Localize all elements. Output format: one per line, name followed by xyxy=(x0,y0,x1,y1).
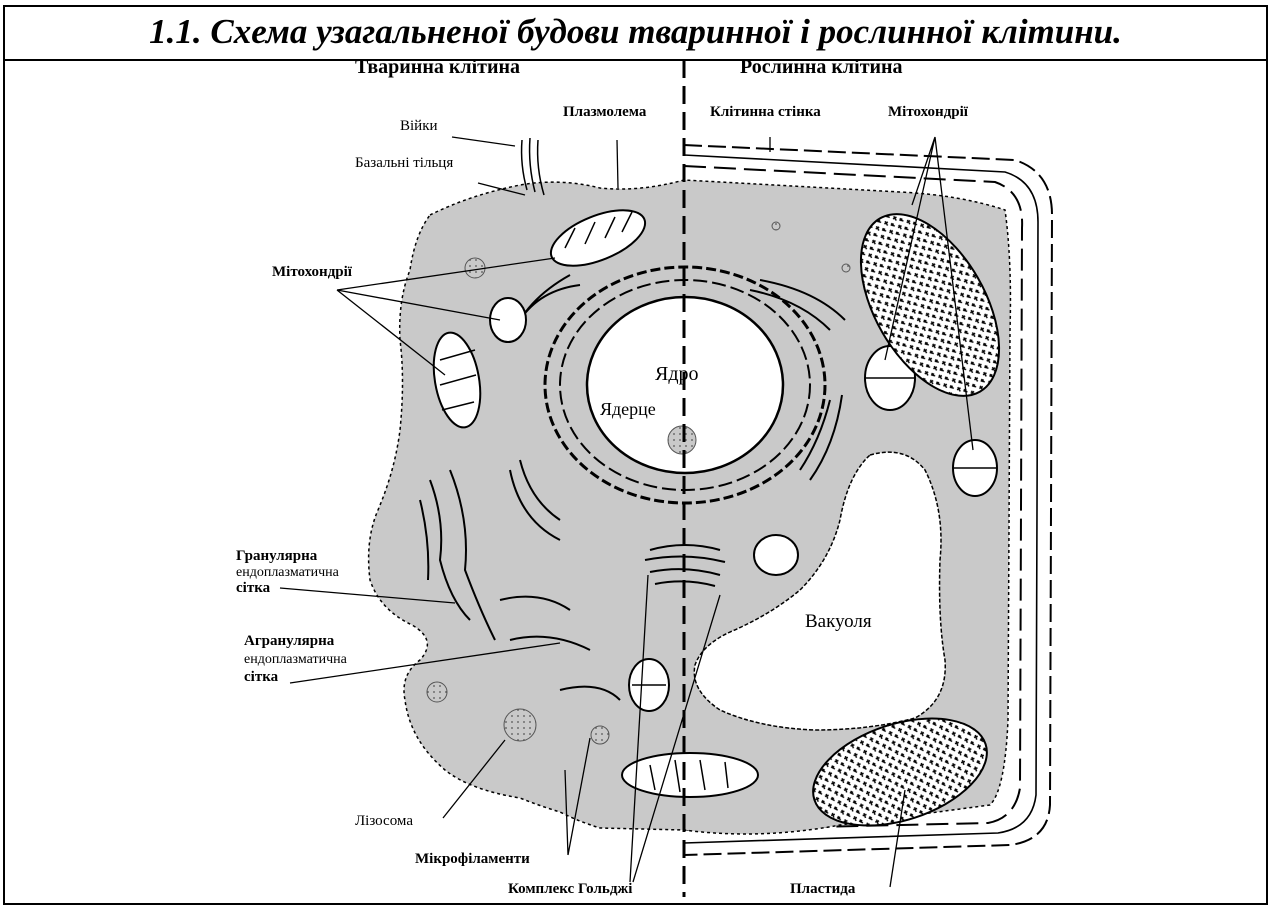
label-granular-er-3: сітка xyxy=(236,580,271,596)
label-nucleolus: Ядерце xyxy=(600,399,656,419)
label-agranular-er-1: Агранулярна xyxy=(244,633,335,649)
label-mito-plant: Мітохондрії xyxy=(888,104,969,120)
label-plasmalemma: Плазмолема xyxy=(563,104,647,120)
label-cell-wall: Клітинна стінка xyxy=(710,104,821,120)
label-basal-bodies: Базальні тільця xyxy=(355,155,453,171)
label-vacuole: Вакуоля xyxy=(805,611,872,632)
label-lysosome: Лізосома xyxy=(355,813,413,829)
label-plastid: Пластида xyxy=(790,881,856,897)
label-nucleus: Ядро xyxy=(655,363,699,385)
header-animal: Тваринна клітина xyxy=(355,56,520,78)
label-agranular-er-2: ендоплазматична xyxy=(244,652,348,667)
label-granular-er-2: ендоплазматична xyxy=(236,565,340,580)
label-mito-animal: Мітохондрії xyxy=(272,264,353,280)
header-plant: Рослинна клітина xyxy=(740,56,903,78)
nucleolus xyxy=(668,426,696,454)
label-microfilaments: Мікрофіламенти xyxy=(415,851,530,867)
label-cilia: Війки xyxy=(400,118,438,134)
label-golgi: Комплекс Гольджі xyxy=(508,881,632,897)
label-agranular-er-3: сітка xyxy=(244,669,279,685)
label-granular-er-1: Гранулярна xyxy=(236,548,318,564)
